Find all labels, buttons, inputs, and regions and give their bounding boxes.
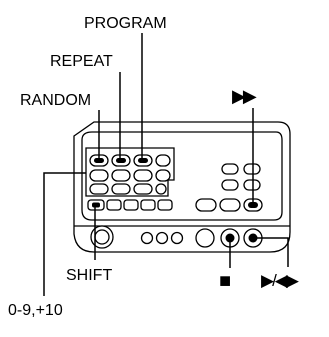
program-label: PROGRAM <box>84 15 167 32</box>
round-button[interactable] <box>155 231 169 245</box>
lower-key-button[interactable] <box>106 199 122 211</box>
play-reverse-label: ▶/◀▶ <box>261 271 300 290</box>
number-button[interactable] <box>89 169 109 182</box>
side-button[interactable] <box>243 163 261 175</box>
large-round-button-ring <box>94 229 110 245</box>
oval-button[interactable] <box>219 198 241 212</box>
keypad <box>87 154 173 211</box>
remote-body <box>73 121 291 253</box>
right-buttons <box>195 163 263 212</box>
random-label: RANDOM <box>20 92 91 109</box>
side-button[interactable] <box>221 179 239 191</box>
round-button[interactable] <box>170 231 184 245</box>
oval-button[interactable] <box>195 198 217 212</box>
number-button[interactable] <box>89 183 109 195</box>
stop-symbol-label: ■ <box>219 270 231 292</box>
bottom-buttons <box>90 225 263 249</box>
callout-lines <box>43 33 289 296</box>
program-button-dot <box>138 158 148 163</box>
lower-key-button[interactable] <box>140 199 156 211</box>
side-button[interactable] <box>243 179 261 191</box>
repeat-button-dot <box>116 158 126 163</box>
shift-label: SHIFT <box>66 267 112 284</box>
round-button[interactable] <box>195 228 215 248</box>
number-keys-callout-line <box>43 172 86 296</box>
side-button[interactable] <box>221 163 239 175</box>
repeat-label: REPEAT <box>50 53 113 70</box>
keypad-button[interactable] <box>155 154 171 167</box>
number-button[interactable] <box>133 169 153 182</box>
lower-key-button[interactable] <box>157 199 173 211</box>
number-button[interactable] <box>155 183 167 195</box>
number-button[interactable] <box>155 169 171 182</box>
round-button[interactable] <box>140 231 154 245</box>
number-button[interactable] <box>111 183 131 195</box>
shift-button-dot <box>92 202 100 208</box>
number-keys-label: 0-9,+10 <box>8 302 63 319</box>
number-button[interactable] <box>133 183 153 195</box>
random-button-dot <box>94 158 104 163</box>
number-button[interactable] <box>111 169 131 182</box>
fast-forward-label: ▶▶ <box>232 86 257 106</box>
remote-inner-panel <box>81 131 283 221</box>
fast-forward-button-dot <box>248 202 258 208</box>
play-reverse-callout-line <box>253 237 289 267</box>
lower-key-button[interactable] <box>123 199 139 211</box>
